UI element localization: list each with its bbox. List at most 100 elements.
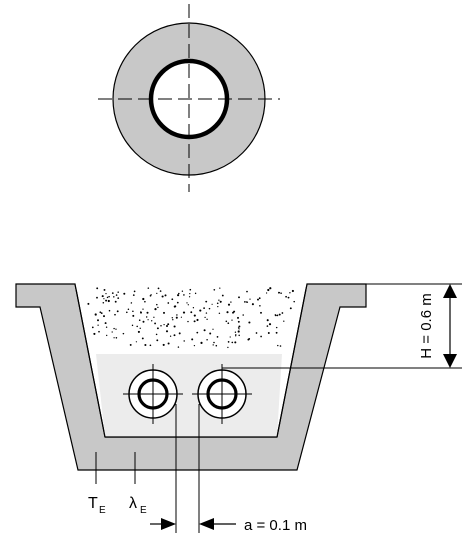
soil-speck <box>142 308 144 310</box>
soil-speck <box>108 295 110 298</box>
soil-speck <box>235 335 237 337</box>
ground-temperature-subscript: E <box>99 505 106 516</box>
soil-speck <box>154 308 157 311</box>
soil-speck <box>149 294 152 297</box>
soil-speck <box>276 314 279 317</box>
soil-speck <box>225 320 228 323</box>
soil-speck <box>115 337 118 339</box>
ground-conductivity-label: λ E <box>129 452 147 516</box>
soil-speck <box>101 295 104 298</box>
soil-speck <box>167 342 170 345</box>
soil-speck <box>218 299 220 301</box>
soil-speck <box>219 287 221 289</box>
soil-speck <box>249 298 251 300</box>
soil-speck <box>99 311 102 314</box>
soil-speck <box>205 312 208 314</box>
soil-speck <box>181 290 184 292</box>
soil-speck <box>193 314 196 317</box>
soil-speck <box>234 341 237 344</box>
soil-speck <box>212 344 214 346</box>
soil-speck <box>237 330 240 333</box>
ground-conductivity-symbol: λ <box>129 495 137 512</box>
soil-speck <box>268 323 272 326</box>
soil-speck <box>192 307 195 309</box>
soil-speck <box>205 300 208 303</box>
soil-speck <box>106 334 108 337</box>
soil-speck <box>102 301 105 304</box>
soil-speck <box>289 292 291 294</box>
soil-speck <box>103 288 106 291</box>
soil-speck <box>265 292 268 294</box>
soil-speck <box>146 311 149 314</box>
soil-speck <box>209 332 212 335</box>
soil-speck <box>238 328 240 330</box>
buried-pipe-right <box>192 364 252 424</box>
soil-speck <box>115 294 118 296</box>
soil-speck <box>260 311 262 314</box>
soil-speck <box>269 287 272 290</box>
soil-speck <box>163 311 165 314</box>
soil-speck <box>221 294 224 297</box>
soil-speck <box>227 322 230 325</box>
soil-speck <box>113 327 115 330</box>
soil-speck <box>138 319 141 321</box>
spacing-label: a = 0.1 m <box>244 517 307 534</box>
soil-speck <box>278 291 281 294</box>
soil-speck <box>237 320 240 323</box>
soil-speck <box>107 299 110 303</box>
soil-speck <box>291 289 294 293</box>
soil-speck <box>105 299 108 302</box>
soil-speck <box>91 326 94 329</box>
soil-speck <box>293 300 295 303</box>
soil-speck <box>190 311 193 314</box>
soil-speck <box>111 292 114 294</box>
soil-speck <box>183 340 185 342</box>
soil-speck <box>203 307 205 309</box>
soil-speck <box>188 296 191 298</box>
trench-section <box>15 283 367 471</box>
soil-speck <box>122 332 125 335</box>
soil-speck <box>206 338 208 341</box>
soil-speck <box>189 288 192 291</box>
soil-speck <box>140 311 142 313</box>
soil-speck <box>191 338 194 341</box>
soil-speck <box>139 327 141 329</box>
soil-speck <box>266 325 269 327</box>
soil-speck <box>129 343 132 346</box>
soil-fill <box>75 284 307 354</box>
soil-speck <box>233 310 236 313</box>
soil-speck <box>278 313 281 316</box>
soil-speck <box>231 319 233 321</box>
soil-speck <box>131 324 134 327</box>
soil-speck <box>227 341 230 343</box>
soil-speck <box>113 296 115 298</box>
soil-speck <box>156 303 158 306</box>
soil-speck <box>193 320 196 323</box>
soil-speck <box>93 332 96 335</box>
soil-speck <box>217 305 219 308</box>
soil-speck <box>277 344 279 347</box>
soil-speck <box>246 290 248 293</box>
soil-speck <box>100 312 103 314</box>
soil-speck <box>178 292 180 295</box>
soil-speck <box>105 292 107 295</box>
soil-speck <box>165 330 169 333</box>
ground-conductivity-subscript: E <box>140 505 147 516</box>
soil-speck <box>227 346 229 349</box>
soil-speck <box>283 320 285 322</box>
ground-temperature-label: T E <box>88 452 106 516</box>
soil-speck <box>142 320 145 323</box>
soil-speck <box>156 327 159 330</box>
soil-speck <box>285 295 287 298</box>
soil-speck <box>182 311 186 314</box>
soil-speck <box>211 303 213 305</box>
soil-speck <box>126 311 128 314</box>
soil-speck <box>117 291 119 293</box>
soil-speck <box>149 344 152 347</box>
soil-speck <box>167 323 170 326</box>
soil-speck <box>237 327 240 329</box>
soil-speck <box>206 318 208 321</box>
soil-speck <box>248 321 251 324</box>
soil-speck <box>136 325 138 328</box>
soil-speck <box>177 346 180 348</box>
